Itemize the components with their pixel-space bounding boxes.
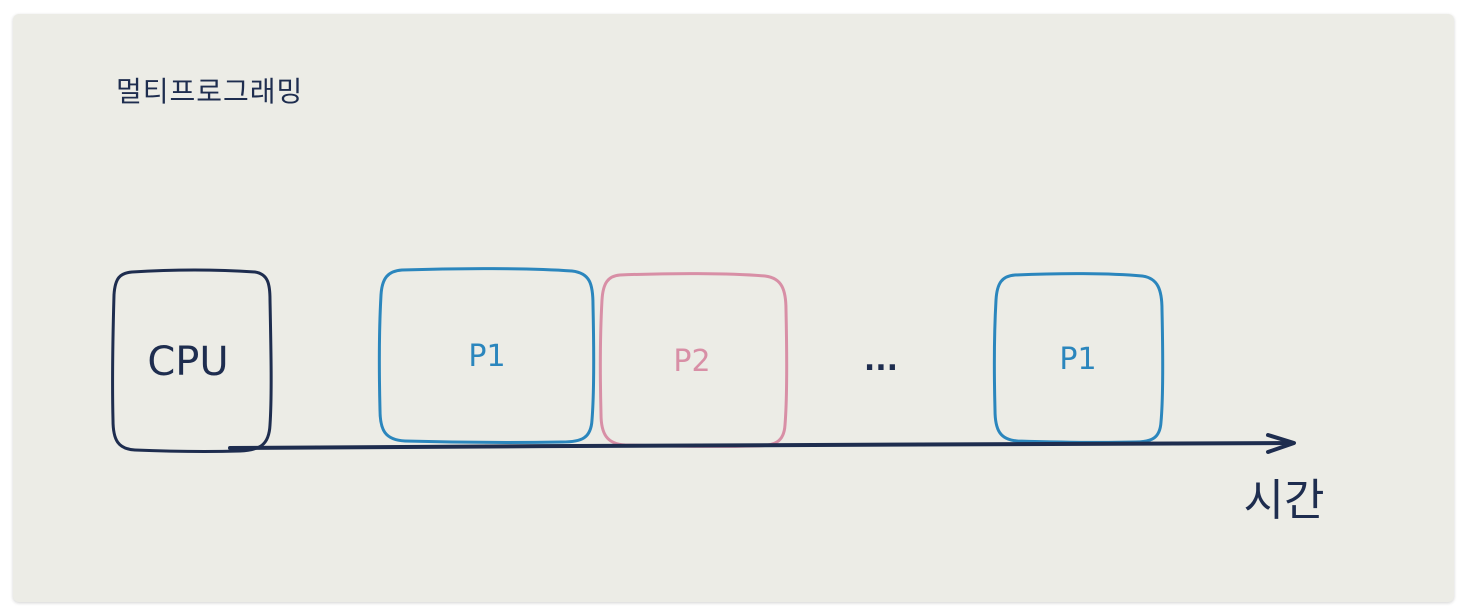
- cpu-box: CPU: [111, 268, 273, 453]
- axis-label: 시간: [1244, 475, 1325, 526]
- diagram-canvas: [13, 14, 1454, 602]
- time-axis-arrow: [228, 433, 1296, 454]
- diagram-title: 멀티프로그래밍: [116, 75, 304, 108]
- process-label: P1: [1059, 342, 1096, 377]
- cpu-label: CPU: [147, 339, 228, 385]
- process-label: P2: [673, 344, 710, 379]
- ellipsis-label: ...: [864, 343, 898, 378]
- process-box-p2: P2: [598, 272, 789, 448]
- process-label: P1: [468, 339, 505, 374]
- process-box-p1-last: P1: [992, 272, 1165, 444]
- process-box-p1-first: P1: [377, 267, 596, 444]
